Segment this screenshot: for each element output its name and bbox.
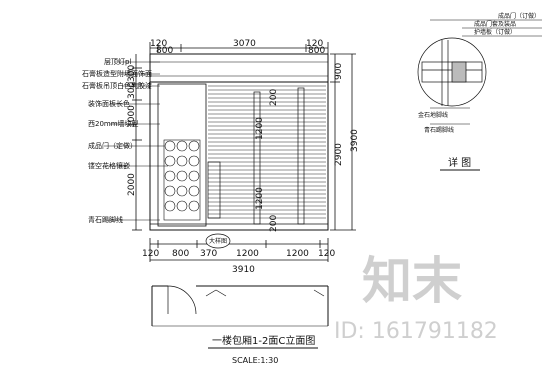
label-ceiling-light: 层顶灯pl [104,57,131,66]
label-wall-block: 西20mm墙块型 [88,119,139,128]
bottom-dim-6: 120 [318,249,335,259]
watermark-logo: 知末 [362,252,462,310]
right-dimension-lines [330,53,356,231]
lattice-circle [188,200,200,212]
top-dim-3: 3070 [233,39,256,49]
detail-label-skirting: 青石踢脚线 [424,126,454,134]
label-lattice: 镂空花格镶嵌 [88,161,130,170]
left-leaders [104,61,168,221]
left-dim-1: 300 [127,65,137,82]
top-dim-1: 120 [150,39,167,49]
lattice-circle [188,185,200,197]
lattice-circle [188,170,200,182]
detail-label-frame: 成品门套及装品 [474,20,516,28]
detail-view [417,37,487,107]
lattice-circle [164,200,176,212]
bottom-dimension-lines [149,238,329,262]
wood-grain-hatch [208,85,326,219]
top-dimension-line [149,42,329,60]
label-gypsum-ceiling: 石膏板吊顶白色乳胶漆 [82,81,152,90]
right-dim-2: 2900 [334,143,344,166]
bottom-dim-2: 800 [172,249,189,259]
left-dim-3: 1000 [127,105,137,128]
lattice-circle [176,200,188,212]
callout-bubble [205,233,231,249]
lattice-circle [176,140,188,152]
bottom-dim-3: 370 [200,249,217,259]
detail-title: 详 图 [448,156,471,169]
left-dim-2: 300 [127,82,137,99]
inner-dim-2: 1200 [255,117,265,140]
bottom-dim-1: 120 [142,249,159,259]
lattice-circle [164,185,176,197]
lattice-circle [164,155,176,167]
inner-dim-3: 1200 [255,187,265,210]
top-dim-2: 800 [156,46,173,56]
lattice-circle [164,170,176,182]
inner-dim-1: 200 [269,89,279,106]
lattice-pattern [164,140,200,212]
plan-view [151,285,329,327]
right-dim-1: 900 [334,63,344,80]
watermark-id: ID: 161791182 [334,319,498,344]
callout-label: 大样图 [209,237,227,245]
inner-dim-4: 200 [269,215,279,232]
label-skirting: 青石踢脚线 [88,215,123,224]
scale-label: SCALE:1:30 [232,356,278,365]
lattice-circle [164,140,176,152]
detail-label-door: 成品门（订做） [498,12,540,20]
lattice-circle [176,185,188,197]
bottom-dim-total: 3910 [232,265,255,275]
label-veneer-panel: 装饰面板长色 [88,99,130,108]
lattice-circle [188,155,200,167]
detail-leaders [430,19,542,125]
left-dim-4: 2000 [127,173,137,196]
left-dimension-line [132,54,142,231]
right-dim-total: 3900 [350,129,360,152]
label-gypsum-feature: 石膏板造型附墙面饰面 [82,69,152,78]
label-door: 成品门（定做） [88,141,137,150]
bottom-dim-5: 1200 [286,249,309,259]
lattice-circle [188,140,200,152]
detail-label-wallboard: 护墙板（订做） [474,28,516,36]
top-dim-4: 120 [306,39,323,49]
top-dim-5: 800 [308,46,325,56]
drawing-title: 一楼包厢1-2面C立面图 [212,334,315,347]
bottom-dim-4: 1200 [236,249,259,259]
detail-label-sill: 金石地脚线 [418,111,448,119]
lattice-circle [176,170,188,182]
lattice-circle [176,155,188,167]
wall-elevation [149,53,329,231]
